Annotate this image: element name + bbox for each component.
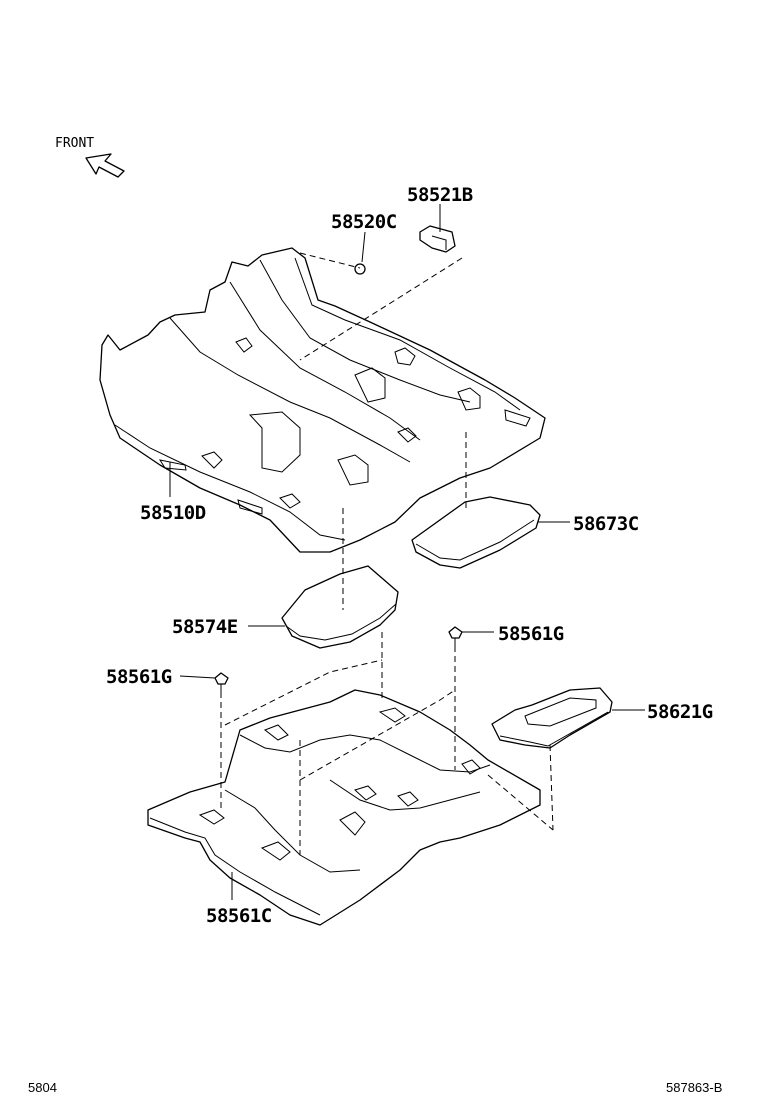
- assembly-lines: [220, 252, 554, 855]
- floor-pad-front[interactable]: [281, 565, 399, 649]
- footer-figure-code: 587863-B: [666, 1080, 722, 1095]
- clip-right[interactable]: [448, 626, 463, 646]
- front-arrow-icon: [85, 153, 125, 178]
- footer-section-code: 5804: [28, 1080, 57, 1095]
- part-label-58521b[interactable]: 58521B: [407, 184, 473, 206]
- part-label-58574e[interactable]: 58574E: [172, 616, 238, 638]
- part-label-58561g-right[interactable]: 58561G: [498, 623, 564, 645]
- front-indicator: FRONT: [55, 136, 125, 178]
- part-label-58621g[interactable]: 58621G: [647, 701, 713, 723]
- grommet-part[interactable]: [354, 263, 366, 275]
- floor-pad-rear[interactable]: [411, 496, 541, 569]
- part-label-58561c[interactable]: 58561C: [206, 905, 272, 927]
- clip-left[interactable]: [214, 672, 229, 692]
- leader-lines: [169, 204, 645, 900]
- floor-pad-side[interactable]: [491, 687, 613, 749]
- front-label: FRONT: [55, 136, 94, 151]
- floor-panel-lower[interactable]: [147, 689, 541, 926]
- part-label-58510d[interactable]: 58510D: [140, 502, 206, 524]
- part-label-58520c[interactable]: 58520C: [331, 211, 397, 233]
- clip-part[interactable]: [419, 225, 456, 253]
- part-label-58561g-left[interactable]: 58561G: [106, 666, 172, 688]
- part-labels: 58521B 58520C 58510D 58673C 58574E 58561…: [106, 184, 713, 927]
- floor-carpet-front[interactable]: [99, 247, 546, 553]
- part-label-58673c[interactable]: 58673C: [573, 513, 639, 535]
